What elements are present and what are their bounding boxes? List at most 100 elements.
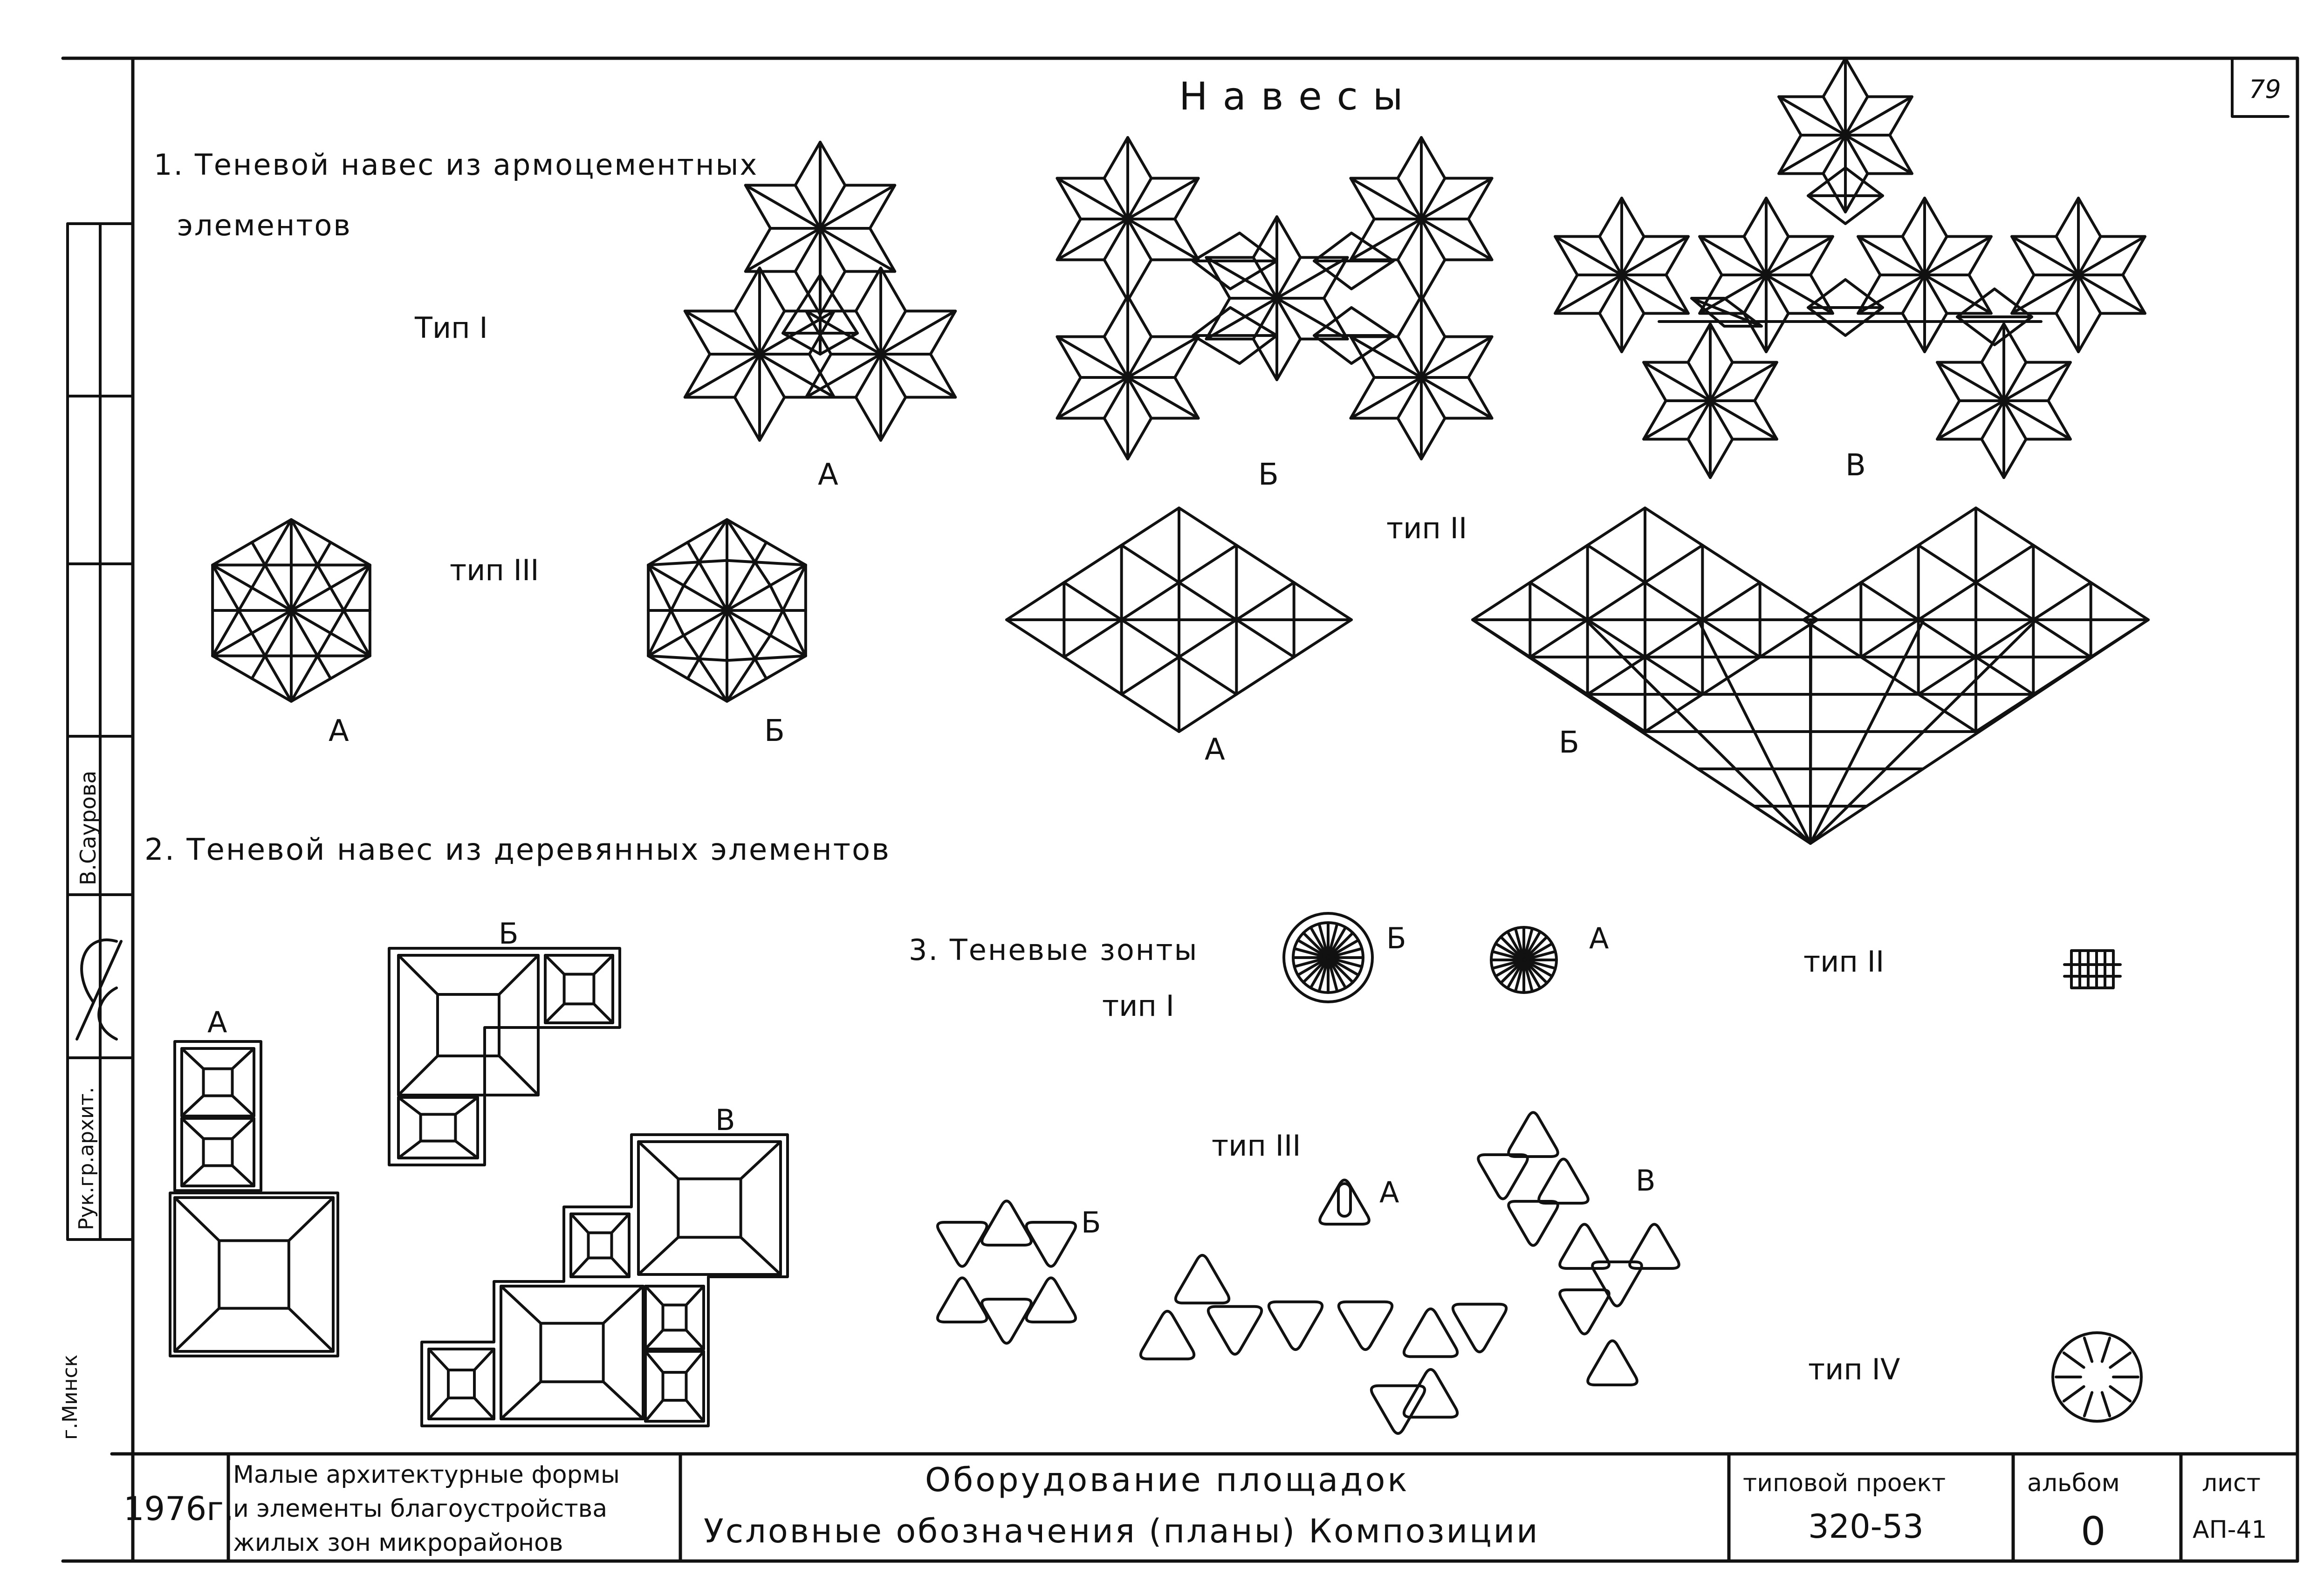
title-series-line3: жилых зон микрорайонов: [233, 1529, 563, 1557]
roof-hip: [397, 954, 439, 996]
star-facet: [2010, 274, 2080, 315]
star-facet: [1923, 274, 1993, 315]
star-facet: [1765, 274, 1790, 315]
star-facet: [2002, 399, 2072, 441]
roof-hip: [427, 1348, 450, 1371]
roof-outline: [637, 1140, 782, 1276]
type-II-variant-B-v-grid: [1471, 507, 2150, 845]
roof-outline: [397, 1096, 479, 1159]
roof-hip: [637, 1236, 680, 1276]
roof-hip: [287, 1196, 335, 1242]
v-grid-ray: [1697, 618, 1812, 845]
triangle-umbrella: [1206, 1305, 1263, 1356]
type-I-label-A: А: [818, 458, 838, 492]
star-facet: [1126, 218, 1200, 261]
roof-ridge: [562, 973, 596, 1006]
star-facet: [879, 309, 957, 356]
star-facet: [794, 184, 822, 230]
roof-hip: [454, 1139, 479, 1159]
star-facet: [683, 309, 761, 356]
star-facet: [1554, 235, 1623, 276]
roof-hip: [610, 1212, 631, 1234]
umbrella-slot-rib: [2062, 1351, 2085, 1369]
hexagon-facet: [647, 559, 728, 567]
star-facet: [1709, 361, 1778, 402]
star-facet: [1923, 235, 1948, 276]
type-I-variant-A-star-cluster: [683, 141, 957, 442]
hexagon-ray: [726, 541, 768, 612]
star-facet: [1205, 256, 1278, 300]
grid-line: [1859, 544, 2035, 658]
hexagon-facet: [768, 584, 807, 658]
star-facet: [1103, 335, 1129, 379]
star-facet: [1056, 177, 1129, 220]
section2-heading: 2. Теневой навес из деревянных элементов: [144, 833, 891, 867]
star-facet: [1126, 376, 1153, 420]
umbrella-type-III-label-V: В: [1636, 1164, 1656, 1198]
hexagon-facet: [726, 654, 807, 662]
star-facet: [1126, 218, 1153, 261]
page-title: Навесы: [1179, 75, 1418, 119]
hexagon-facet: [768, 563, 807, 637]
star-facet: [758, 309, 786, 356]
title-series-line2: и элементы благоустройства: [233, 1495, 607, 1523]
triangle-umbrella: [1139, 1309, 1196, 1361]
star-facet: [1420, 177, 1446, 220]
roof-hip: [592, 954, 614, 976]
star-facet: [1620, 235, 1690, 276]
grid-line: [1859, 581, 2035, 696]
roof-ridge: [202, 1067, 234, 1097]
type-I-variant-V-star-cluster: [1554, 57, 2146, 479]
roof-hip: [397, 1096, 422, 1116]
triangle-umbrella: [1174, 1254, 1231, 1305]
star-facet: [1349, 218, 1423, 261]
type-I-label-B: Б: [1258, 458, 1279, 492]
umbrella-slot-rib: [2109, 1351, 2132, 1369]
hexagon-ray: [726, 609, 807, 658]
star-facet: [1742, 274, 1768, 315]
hexagon-facet: [682, 634, 728, 703]
star-facet: [854, 309, 882, 356]
hexagon-facet: [250, 518, 293, 589]
roof-outline: [569, 1212, 631, 1278]
side-stamp-frame: [66, 222, 134, 1241]
umbrella-hub: [1518, 954, 1530, 966]
star-facet: [1056, 376, 1129, 420]
triangle-umbrella: [1628, 1223, 1680, 1270]
star-facet: [1349, 177, 1423, 220]
star-facet: [1420, 218, 1494, 261]
grid-line: [1586, 544, 1762, 658]
hexagon-facet: [726, 518, 772, 587]
umbrella-slot-rib: [2100, 1336, 2111, 1363]
star-facet: [1056, 218, 1129, 261]
grid-line: [1529, 581, 1704, 696]
hexagon-facet: [726, 559, 807, 567]
roof-hip: [231, 1117, 255, 1140]
album-label: альбом: [2027, 1469, 2120, 1497]
hexagon-facet: [647, 563, 686, 637]
grid-line: [1917, 544, 2092, 658]
star-facet: [804, 353, 882, 399]
umbrella-type-I-label-B: Б: [1386, 921, 1406, 955]
hexagon-ray: [250, 541, 293, 612]
star-facet: [1765, 235, 1834, 276]
v-grid-ray: [1809, 618, 2038, 845]
roof-ridge: [539, 1322, 605, 1384]
triangle-umbrella: [1025, 1276, 1077, 1323]
roof-hip: [569, 1212, 590, 1234]
roof-hip: [644, 1350, 665, 1374]
hexagon-facet: [726, 634, 772, 703]
star-facet: [2010, 235, 2080, 276]
star-facet: [1554, 274, 1623, 315]
umbrella-rect: [2070, 949, 2115, 989]
roof-ridge: [218, 1239, 290, 1310]
triangle-umbrella: [1477, 1153, 1529, 1200]
triangle-umbrella: [1507, 1200, 1559, 1247]
star-facet: [1620, 274, 1690, 315]
roof-hip: [739, 1236, 782, 1276]
roof-hip: [397, 1139, 422, 1159]
grid-line: [1063, 544, 1238, 658]
star-facet: [1686, 399, 1712, 441]
star-facet: [1598, 235, 1623, 276]
